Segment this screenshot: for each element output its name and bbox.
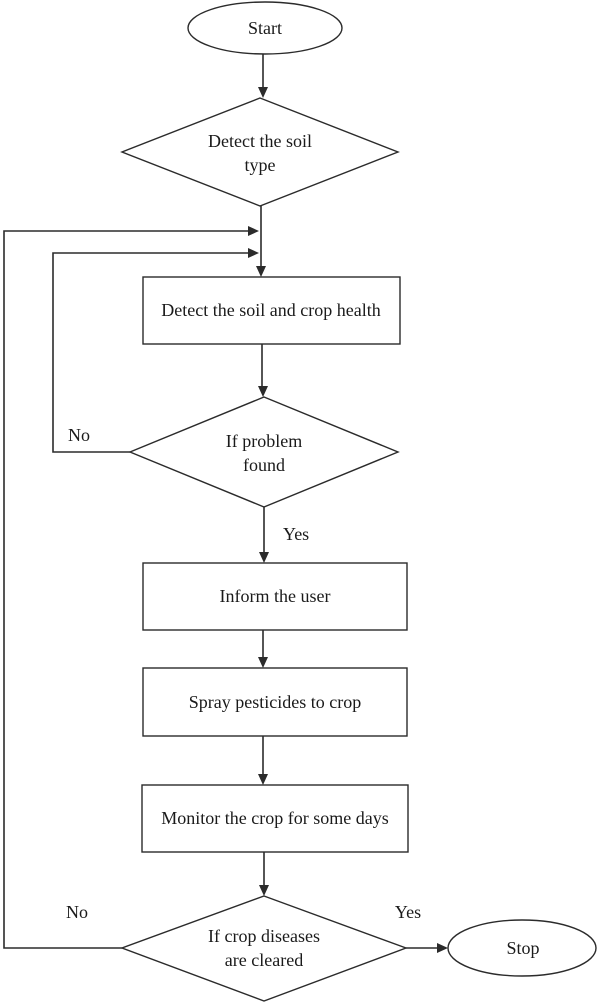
if-problem-found-label-line1: If problem xyxy=(226,431,302,451)
arrowhead-down-icon xyxy=(258,87,268,98)
if-diseases-cleared-label-line1: If crop diseases xyxy=(208,926,320,946)
if-diseases-cleared-decision-node xyxy=(119,895,409,1002)
arrowhead-right-icon xyxy=(248,226,259,236)
if-problem-no-edge-label: No xyxy=(68,425,90,445)
inform-user-label: Inform the user xyxy=(220,586,331,606)
spray-pesticides-process-node xyxy=(142,667,408,737)
if-problem-found-decision-node xyxy=(128,396,400,508)
if-problem-found-label-line2: found xyxy=(243,455,285,475)
monitor-crop-label: Monitor the crop for some days xyxy=(161,808,388,828)
detect-soil-type-label-line2: type xyxy=(245,155,276,175)
arrowhead-down-icon xyxy=(258,774,268,785)
arrowhead-right-icon xyxy=(248,248,259,258)
arrowhead-down-icon xyxy=(258,657,268,668)
start-node-label: Start xyxy=(248,18,282,38)
if-diseases-cleared-label-line2: are cleared xyxy=(225,950,303,970)
edge-cleared-no-feedback xyxy=(3,230,248,949)
inform-user-process-node xyxy=(142,562,408,631)
detect-soil-crop-health-process-node xyxy=(142,276,401,345)
arrowhead-down-icon xyxy=(259,885,269,896)
stop-terminator-node xyxy=(447,919,597,977)
if-cleared-yes-edge-label: Yes xyxy=(395,902,421,922)
detect-soil-type-label-line1: Detect the soil xyxy=(208,131,312,151)
if-problem-yes-edge-label: Yes xyxy=(283,524,309,544)
detect-soil-type-decision-node xyxy=(120,97,400,207)
arrowhead-right-icon xyxy=(437,943,448,953)
spray-pesticides-label: Spray pesticides to crop xyxy=(189,692,361,712)
monitor-crop-process-node xyxy=(141,784,409,853)
if-cleared-no-edge-label: No xyxy=(66,902,88,922)
edge-problem-no-feedback xyxy=(52,252,248,453)
arrowhead-down-icon xyxy=(256,266,266,277)
detect-soil-crop-health-label: Detect the soil and crop health xyxy=(161,300,380,320)
arrowhead-down-icon xyxy=(258,386,268,397)
stop-node-label: Stop xyxy=(506,938,539,958)
start-terminator-node xyxy=(187,1,343,55)
arrowhead-down-icon xyxy=(259,552,269,563)
